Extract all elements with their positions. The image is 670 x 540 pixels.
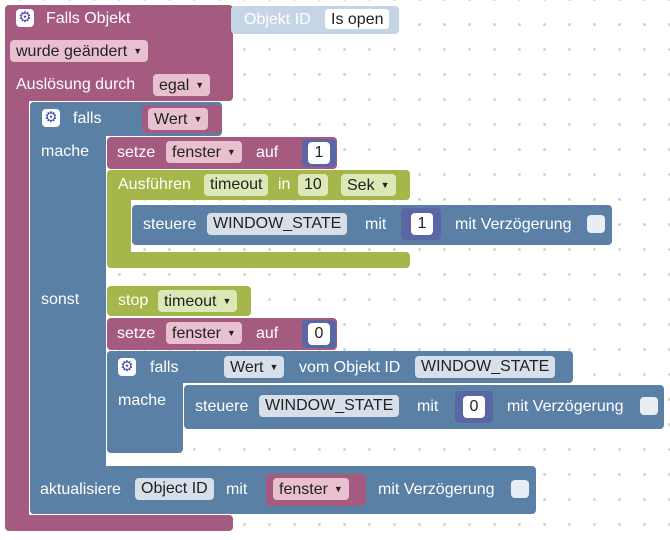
timeout-amount-input[interactable]: 10 (298, 174, 328, 196)
inner-do-label: mache (118, 392, 167, 409)
chevron-down-icon: ▼ (133, 46, 143, 56)
delay-checkbox[interactable] (640, 397, 658, 415)
control-target-input[interactable]: WINDOW_STATE (207, 213, 348, 235)
stop-name-value: timeout (164, 293, 217, 310)
condition-value: Wert (154, 111, 188, 128)
object-id-value[interactable]: Is open (324, 8, 391, 30)
number-input[interactable]: 0 (308, 323, 330, 345)
inner-if-footer (107, 437, 139, 453)
variable-value: fenster (172, 325, 221, 342)
trigger-dropdown[interactable]: egal ▼ (153, 74, 211, 96)
do-label: mache (41, 143, 90, 160)
gear-icon[interactable]: ⚙ (42, 109, 60, 127)
stop-name-dropdown[interactable]: timeout ▼ (158, 290, 238, 312)
from-object-label: vom Objekt ID (299, 359, 401, 376)
stop-label: stop (118, 292, 149, 309)
event-block-spine (5, 90, 29, 526)
delay-label: mit Verzögerung (507, 398, 624, 415)
delay-checkbox[interactable] (587, 215, 605, 233)
if-label: falls (73, 110, 102, 127)
event-block-footer (5, 515, 233, 531)
chevron-down-icon: ▼ (193, 114, 203, 124)
set-label: setze (117, 325, 156, 342)
update-target-input[interactable]: Object ID (135, 478, 214, 500)
number-input[interactable]: 0 (463, 396, 485, 418)
update-label: aktualisiere (40, 481, 121, 498)
chevron-down-icon: ▼ (380, 180, 390, 190)
delay-checkbox[interactable] (511, 480, 529, 498)
chevron-down-icon: ▼ (226, 328, 236, 338)
trigger-mode-dropdown[interactable]: wurde geändert ▼ (10, 40, 149, 62)
value-dropdown-text: Wert (230, 359, 264, 376)
chevron-down-icon: ▼ (226, 147, 236, 157)
trigger-label: Auslösung durch (16, 76, 136, 93)
number-input[interactable]: 1 (411, 213, 433, 235)
value-dropdown[interactable]: Wert ▼ (224, 356, 285, 378)
inner-if-label: falls (150, 359, 179, 376)
chevron-down-icon: ▼ (269, 362, 279, 372)
in-label: in (278, 176, 291, 193)
to-label: auf (256, 325, 279, 342)
variable-dropdown[interactable]: fenster ▼ (166, 141, 242, 163)
control-label: steuere (143, 216, 197, 233)
to-label: auf (256, 144, 279, 161)
timeout-name-input[interactable]: timeout (204, 174, 269, 196)
chevron-down-icon: ▼ (195, 80, 205, 90)
inner-if-target-input[interactable]: WINDOW_STATE (415, 356, 556, 378)
chevron-down-icon: ▼ (333, 484, 343, 494)
trigger-mode-value: wurde geändert (16, 43, 128, 60)
else-label: sonst (41, 291, 80, 308)
event-title: Falls Objekt (46, 10, 131, 27)
condition-dropdown[interactable]: Wert ▼ (148, 108, 209, 130)
timeout-label: Ausführen (118, 176, 191, 193)
timeout-unit-value: Sek (347, 177, 375, 194)
if-block-spine (30, 102, 106, 514)
object-id-label: Objekt ID (244, 11, 311, 28)
variable-dropdown[interactable]: fenster ▼ (166, 322, 242, 344)
with-label: mit (365, 216, 387, 233)
with-label: mit (417, 398, 439, 415)
timeout-unit-dropdown[interactable]: Sek ▼ (341, 174, 396, 196)
trigger-value: egal (159, 77, 190, 94)
variable-value: fenster (172, 144, 221, 161)
variable-dropdown[interactable]: fenster ▼ (273, 478, 349, 500)
control-target-input[interactable]: WINDOW_STATE (259, 395, 400, 417)
gear-icon[interactable]: ⚙ (118, 358, 136, 376)
timeout-footer (107, 252, 410, 268)
chevron-down-icon: ▼ (222, 296, 232, 306)
with-label: mit (226, 481, 248, 498)
control-label: steuere (195, 398, 249, 415)
delay-label: mit Verzögerung (378, 481, 495, 498)
delay-label: mit Verzögerung (455, 216, 572, 233)
variable-value: fenster (279, 481, 328, 498)
number-input[interactable]: 1 (308, 142, 330, 164)
timeout-spine (107, 170, 131, 268)
gear-icon[interactable]: ⚙ (16, 9, 34, 27)
set-label: setze (117, 144, 156, 161)
